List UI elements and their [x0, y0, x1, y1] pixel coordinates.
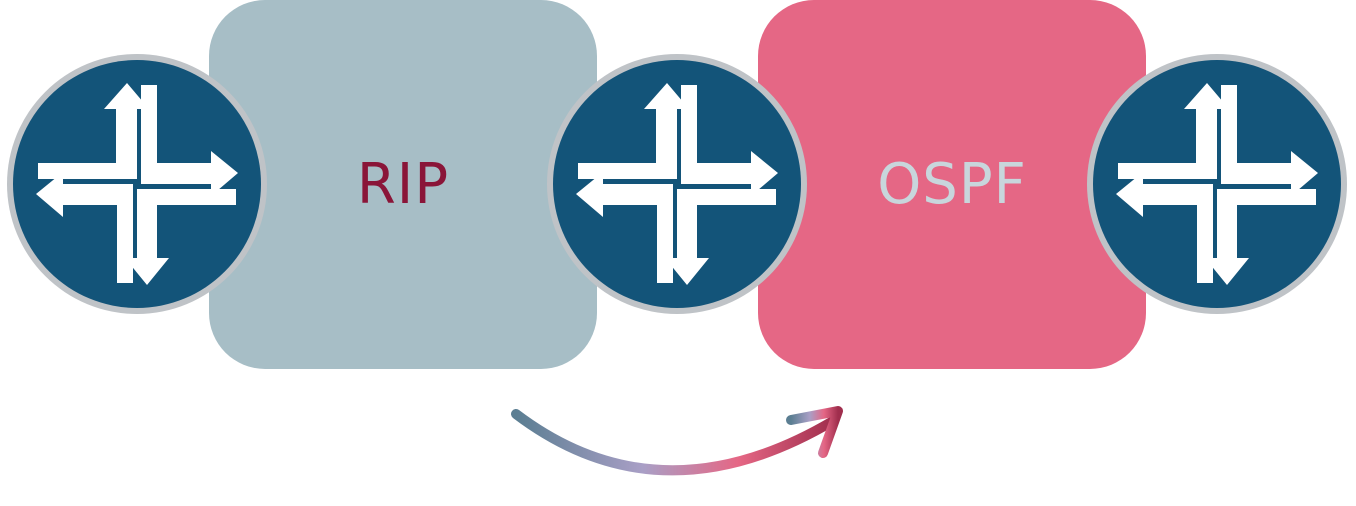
router-arrow: [125, 189, 236, 285]
arrow-head: [786, 406, 843, 458]
curved-arrow-icon: [511, 406, 843, 476]
router-arrow: [578, 83, 689, 179]
router-disk: [13, 60, 261, 308]
router-arrow: [1116, 172, 1213, 283]
router-arrow: [576, 172, 673, 283]
router-disk: [1093, 60, 1341, 308]
router-icon: [1087, 54, 1347, 314]
router-disk: [553, 60, 801, 308]
ospf-box: OSPF: [758, 0, 1146, 369]
router-arrow: [38, 83, 149, 179]
router-arrow: [1221, 85, 1318, 196]
rip-label: RIP: [356, 152, 450, 217]
router-arrow: [1205, 189, 1316, 285]
router-arrow: [681, 85, 778, 196]
router-arrow: [665, 189, 776, 285]
router-arrow: [36, 172, 133, 283]
ospf-label: OSPF: [877, 152, 1027, 217]
router-arrow: [141, 85, 238, 196]
router-icon: [547, 54, 807, 314]
rip-box: RIP: [209, 0, 597, 369]
arrow-curve: [511, 409, 838, 476]
router-arrow: [1118, 83, 1229, 179]
router-icon: [7, 54, 267, 314]
